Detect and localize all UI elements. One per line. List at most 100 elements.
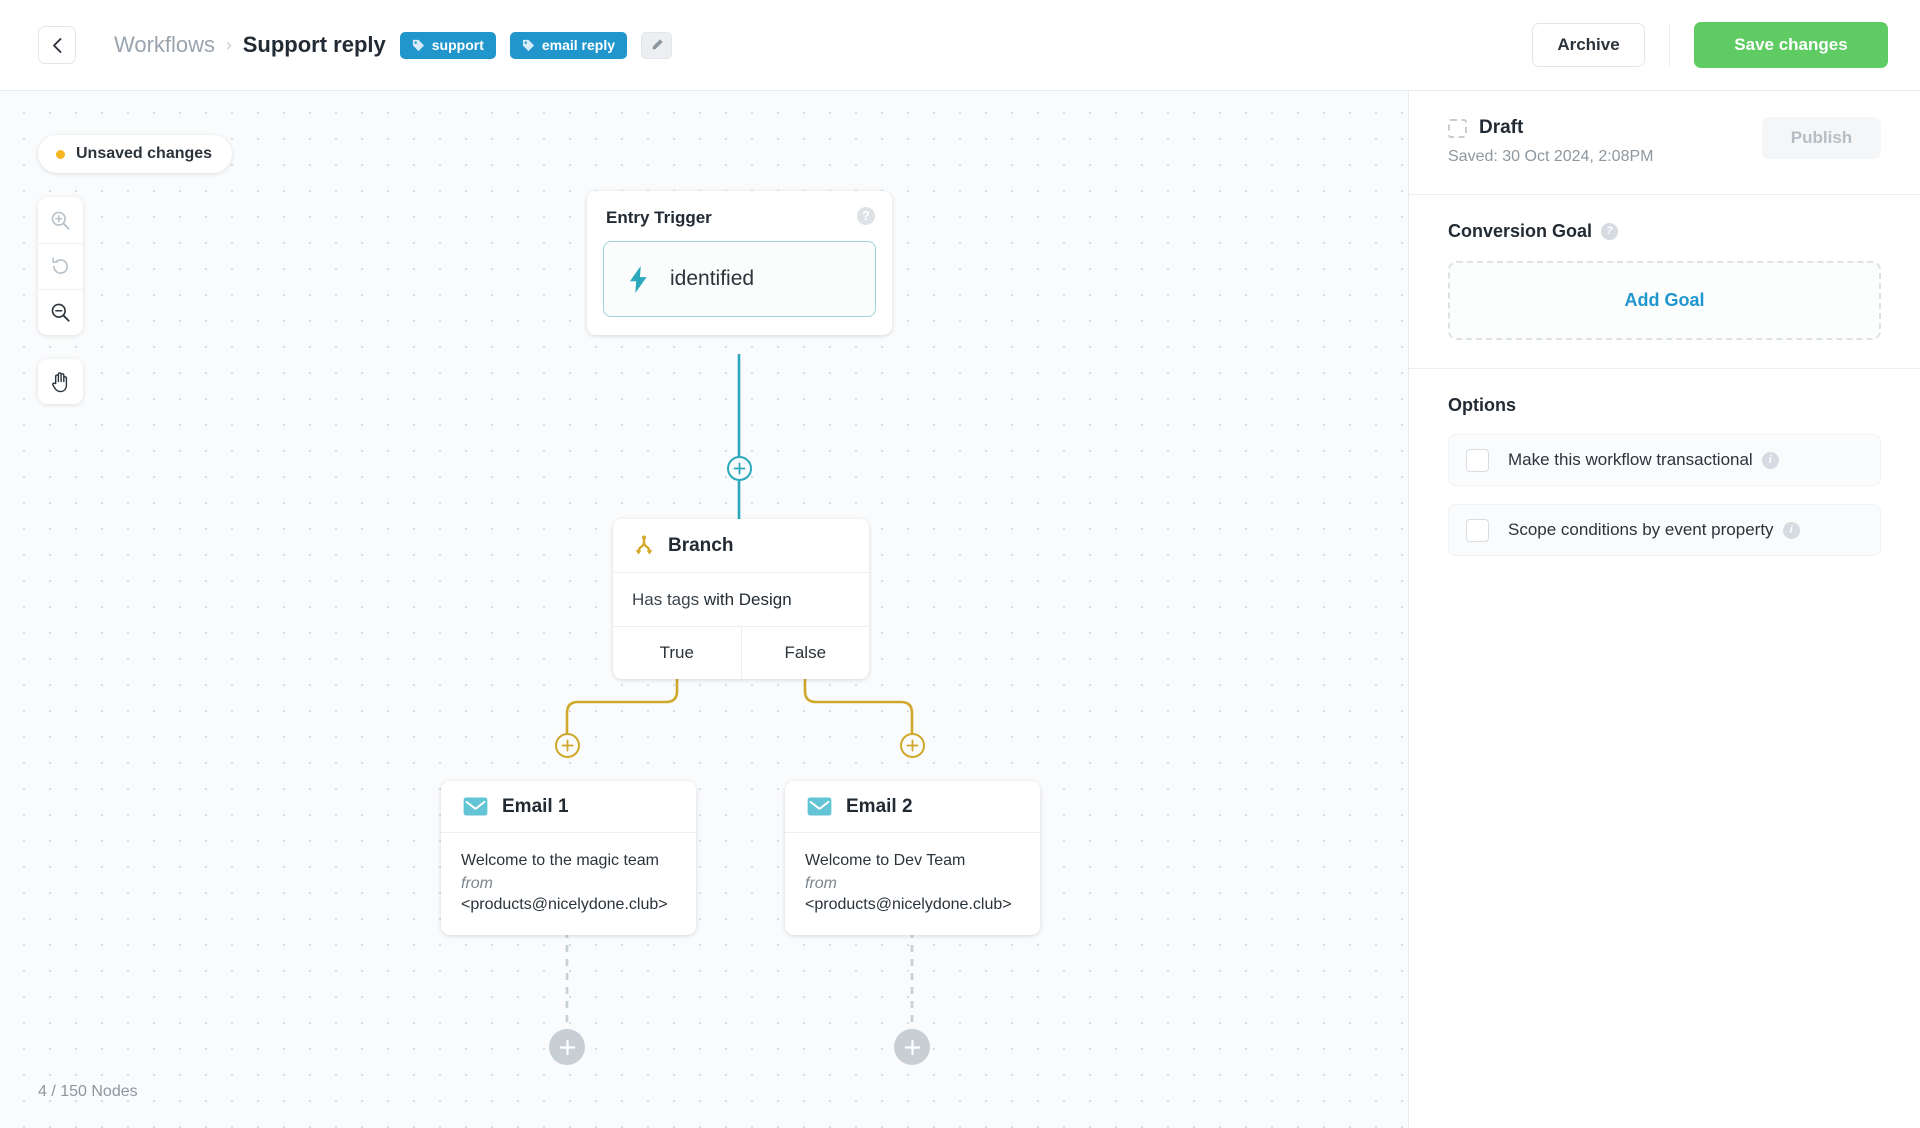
pencil-icon (651, 39, 663, 50)
help-circle-icon[interactable]: ? (857, 207, 875, 225)
envelope-icon (807, 797, 832, 816)
conversion-goal-title: Conversion Goal (1448, 221, 1593, 241)
add-node-button-false-branch[interactable] (900, 733, 925, 758)
header-actions: Archive Save changes (1532, 22, 1888, 68)
back-button[interactable] (38, 26, 76, 64)
option-text: Make this workflow transactional (1508, 450, 1753, 469)
plus-icon (733, 462, 746, 475)
options-section: Options Make this workflow transactional… (1409, 369, 1920, 584)
tag-label: email reply (541, 37, 616, 53)
unsaved-indicator-dot (56, 149, 65, 159)
option-label-scope-conditions: Scope conditions by event property i (1508, 520, 1800, 540)
email-2-header: Email 2 (785, 781, 1040, 833)
status-section: Draft Saved: 30 Oct 2024, 2:08PM Publish (1409, 91, 1920, 195)
dashed-square-icon (1448, 118, 1467, 138)
pan-tool-button[interactable] (38, 359, 83, 404)
email-1-subject: Welcome to the magic team (461, 852, 660, 869)
unsaved-changes-label: Unsaved changes (76, 145, 213, 162)
plus-icon (559, 1039, 575, 1055)
conversion-goal-section: Conversion Goal ? Add Goal (1409, 195, 1920, 369)
last-saved-text: Saved: 30 Oct 2024, 2:08PM (1448, 148, 1654, 165)
tag-label: support (431, 37, 484, 53)
branch-fork-icon (635, 535, 653, 555)
email-1-title: Email 1 (502, 795, 569, 817)
add-node-button-after-trigger[interactable] (727, 456, 752, 481)
settings-panel: Draft Saved: 30 Oct 2024, 2:08PM Publish… (1409, 91, 1920, 1128)
edit-tags-button[interactable] (641, 31, 673, 59)
email-2-from-label: from (805, 874, 837, 892)
reset-zoom-button[interactable] (38, 243, 83, 289)
tag-pill-email-reply[interactable]: email reply (509, 31, 628, 59)
option-row-transactional[interactable]: Make this workflow transactional i (1448, 434, 1881, 486)
branch-condition: Has tags with Design (613, 573, 869, 627)
info-circle-icon[interactable]: i (1782, 521, 1800, 539)
email-1-body: Welcome to the magic team from <products… (441, 833, 696, 935)
option-label-transactional: Make this workflow transactional i (1508, 450, 1779, 470)
email-2-from-address: <products@nicelydone.club> (805, 896, 1012, 914)
zoom-in-button[interactable] (38, 197, 83, 243)
help-circle-icon[interactable]: ? (1601, 223, 1619, 240)
checkbox-make-transactional[interactable] (1466, 448, 1489, 472)
plus-icon (906, 739, 919, 752)
branch-title: Branch (668, 534, 734, 556)
zoom-out-button[interactable] (38, 289, 83, 335)
checkbox-scope-conditions[interactable] (1466, 518, 1489, 542)
info-circle-icon[interactable]: i (1761, 451, 1779, 469)
email-1-from-address: <products@nicelydone.club> (461, 896, 668, 914)
lightning-bolt-icon (629, 265, 647, 293)
add-node-button-true-branch[interactable] (555, 733, 580, 758)
conversion-goal-heading: Conversion Goal ? (1448, 221, 1881, 242)
publish-button[interactable]: Publish (1762, 117, 1881, 159)
header-divider (1669, 24, 1670, 66)
status-badge: Draft (1479, 117, 1524, 138)
branch-condition-prefix: Has tags (632, 589, 700, 609)
zoom-out-icon (51, 303, 70, 322)
branch-condition-suffix: with Design (703, 589, 792, 609)
entry-trigger-header: Entry Trigger ? (587, 191, 892, 228)
page-title: Support reply (242, 32, 386, 57)
email-2-subject: Welcome to Dev Team (805, 852, 966, 869)
tag-icon (412, 39, 424, 51)
email-2-body: Welcome to Dev Team from <products@nicel… (785, 833, 1040, 935)
branch-outputs: True False (613, 627, 869, 679)
plus-icon (561, 739, 574, 752)
node-count-label: 4 / 150 Nodes (38, 1083, 138, 1100)
branch-output-true[interactable]: True (659, 643, 694, 662)
breadcrumb-separator: › (226, 35, 232, 54)
branch-output-false[interactable]: False (740, 627, 870, 679)
chevron-left-icon (52, 37, 61, 53)
entry-trigger-event[interactable]: identified (603, 241, 876, 317)
archive-button[interactable]: Archive (1532, 23, 1645, 67)
save-changes-button[interactable]: Save changes (1694, 22, 1888, 68)
email-1-from-label: from (461, 874, 493, 892)
zoom-in-icon (51, 211, 70, 230)
unsaved-changes-badge: Unsaved changes (38, 135, 233, 173)
option-row-scope-conditions[interactable]: Scope conditions by event property i (1448, 504, 1881, 556)
plus-icon (904, 1039, 920, 1055)
node-branch[interactable]: Branch Has tags with Design True False (613, 519, 869, 679)
entry-trigger-title: Entry Trigger (606, 208, 712, 227)
node-email-1[interactable]: Email 1 Welcome to the magic team from <… (441, 781, 696, 935)
add-node-button-after-email-2[interactable] (894, 1029, 930, 1065)
breadcrumb: Workflows › Support reply support email … (114, 31, 673, 59)
canvas-panel-divider (1408, 91, 1409, 1128)
email-1-header: Email 1 (441, 781, 696, 833)
add-goal-button[interactable]: Add Goal (1448, 261, 1881, 340)
workflow-canvas[interactable]: Entry Trigger ? identified Branch Has ta… (0, 91, 1408, 1128)
breadcrumb-workflows-link[interactable]: Workflows (114, 32, 216, 57)
tag-pill-support[interactable]: support (399, 31, 496, 59)
option-text: Scope conditions by event property (1508, 520, 1774, 539)
envelope-icon (463, 797, 488, 816)
hand-icon (52, 371, 68, 392)
add-node-button-after-email-1[interactable] (549, 1029, 585, 1065)
node-entry-trigger[interactable]: Entry Trigger ? identified (587, 191, 892, 335)
branch-header: Branch (613, 519, 869, 573)
options-heading: Options (1448, 395, 1516, 415)
reset-zoom-icon (52, 257, 68, 274)
tag-icon (522, 39, 534, 51)
entry-trigger-event-label: identified (670, 267, 755, 290)
app-header: Workflows › Support reply support email … (0, 0, 1920, 91)
node-email-2[interactable]: Email 2 Welcome to Dev Team from <produc… (785, 781, 1040, 935)
email-2-title: Email 2 (846, 795, 913, 817)
zoom-toolbar (38, 197, 83, 335)
